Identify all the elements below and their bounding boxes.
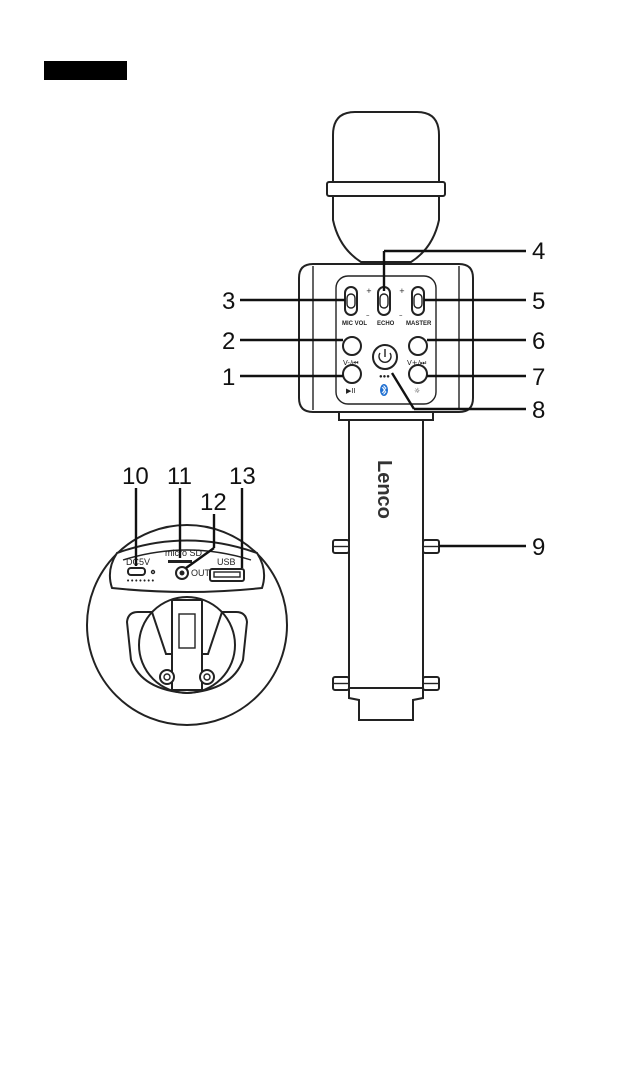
power-mode-dots: ●●● <box>379 374 390 380</box>
light-button[interactable] <box>409 365 427 383</box>
play-pause-button[interactable] <box>343 365 361 383</box>
callout-7: 7 <box>532 364 545 391</box>
microsd-label: micro SD <box>165 548 203 558</box>
play-pause-label: ▶II <box>346 387 356 395</box>
usb-port <box>210 569 244 581</box>
prev-volume-down-button[interactable] <box>343 337 361 355</box>
speaker-holes: ••••••• <box>126 577 155 585</box>
mic-head-dome <box>333 112 439 188</box>
callout-4: 4 <box>532 238 545 265</box>
brand-logo: Lenco <box>373 460 395 519</box>
echo-minus-sign: – <box>366 311 370 319</box>
microphone-front-view: + + – – MIC VOL ECHO MASTER V-/⏮ V+/⏭ ●●… <box>299 112 473 720</box>
usb-label: USB <box>217 557 236 567</box>
light-icon: ☼ <box>414 387 420 395</box>
mic-handle-collar <box>339 412 433 420</box>
callout-2: 2 <box>222 328 235 355</box>
echo-label: ECHO <box>377 321 395 327</box>
callout-13: 13 <box>229 463 256 490</box>
dc-port <box>128 568 145 575</box>
callout-3: 3 <box>222 288 235 315</box>
master-minus-sign: – <box>399 311 403 319</box>
mic-vol-label: MIC VOL <box>342 321 367 327</box>
next-volume-up-button[interactable] <box>409 337 427 355</box>
dc-port-label: DC5V <box>126 557 150 567</box>
callout-8: 8 <box>532 397 545 424</box>
echo-plus-sign: + <box>366 287 372 295</box>
callout-12: 12 <box>200 489 227 516</box>
base-screw-right <box>200 670 214 684</box>
header-black-block <box>44 61 127 80</box>
callout-11: 11 <box>167 463 192 490</box>
callout-9: 9 <box>532 534 545 561</box>
audio-out-jack-hole <box>180 571 185 576</box>
bluetooth-icon <box>380 384 388 396</box>
audio-out-label: OUT <box>191 568 211 578</box>
master-plus-sign: + <box>399 287 405 295</box>
master-label: MASTER <box>406 321 432 327</box>
callout-10: 10 <box>122 463 149 490</box>
callout-1: 1 <box>222 364 235 391</box>
base-screw-left <box>160 670 174 684</box>
microphone-bottom-view: DC5V ••••••• micro SD OUT USB <box>87 525 287 725</box>
callout-5: 5 <box>532 288 545 315</box>
mic-bottom-cap <box>349 688 423 720</box>
mic-grille-ring <box>327 182 445 196</box>
microsd-slot <box>168 560 192 563</box>
callout-6: 6 <box>532 328 545 355</box>
